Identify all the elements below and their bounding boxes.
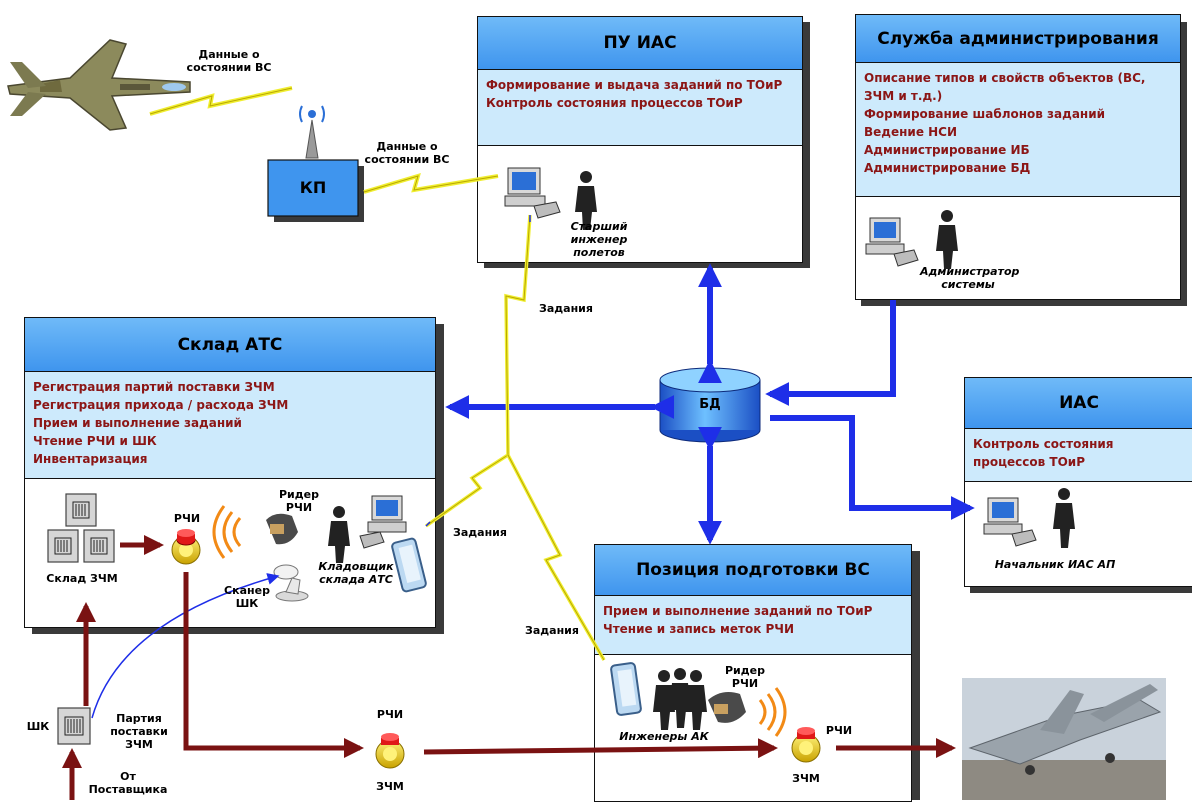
warehouse-item: Инвентаризация (33, 452, 148, 466)
prep-workspace (594, 654, 912, 802)
person-icon (575, 171, 597, 230)
admin-item: Описание типов и свойств объектов (ВС, З… (864, 71, 1146, 103)
tablet-icon (391, 537, 427, 593)
admin-workspace (855, 196, 1181, 300)
computer-icon (983, 497, 1037, 547)
admin-item: Администрирование БД (864, 161, 1031, 175)
warehouse-title: Склад АТС (177, 334, 283, 355)
prep-header: Позиция подготовки ВС (594, 544, 912, 596)
arrow-db-ias (770, 415, 975, 520)
warehouse-header: Склад АТС (24, 317, 436, 372)
batch-label: Партия поставки ЗЧМ (110, 712, 168, 751)
prep-title: Позиция подготовки ВС (636, 560, 870, 580)
radio-waves-icon (212, 505, 242, 559)
arrow-warehouse-to-transit (183, 572, 364, 758)
prep-part-label: ЗЧМ (792, 772, 820, 785)
supplier-label: От Поставщика (88, 770, 168, 796)
admin-role: Администратор системы (920, 265, 1020, 291)
barcode-box-icon (57, 707, 91, 745)
admin-title: Служба администрирования (877, 28, 1159, 49)
computer-icon (865, 217, 919, 267)
rfid-tag-icon (791, 727, 821, 763)
barcode-scanner-icon (273, 564, 309, 602)
pu-ias-workspace (477, 145, 803, 263)
pu-ias-header: ПУ ИАС (477, 16, 803, 70)
prep-role: Инженеры АК (619, 730, 709, 743)
rfid-reader-icon (266, 513, 298, 545)
engineers-group-icon (653, 668, 707, 730)
prep-reader-label: Ридер РЧИ (725, 664, 765, 690)
barcode-label: ШК (26, 720, 50, 733)
arrow-transit-to-prep (423, 738, 778, 759)
storage-boxes-icon (47, 493, 115, 563)
warehouse-item: Чтение РЧИ и ШК (33, 434, 157, 448)
ias-description: Контроль состояния процессов ТОиР (964, 428, 1192, 482)
pu-ias-title: ПУ ИАС (603, 33, 677, 53)
warehouse-role: Кладовщик склада АТС (318, 560, 394, 586)
admin-item: Формирование шаблонов заданий (864, 107, 1106, 121)
scanner-label: Сканер ШК (224, 584, 270, 610)
pu-ias-item: Контроль состояния процессов ТОиР (486, 96, 743, 110)
tasks-label: Задания (453, 526, 507, 539)
db-label: БД (699, 397, 721, 412)
ias-title: ИАС (1059, 393, 1099, 413)
radio-waves-icon (758, 687, 787, 737)
rfid-tag-icon (375, 733, 405, 769)
aircraft-status-label-kp: Данные о состоянии ВС (364, 140, 450, 166)
rfid-tag-label: РЧИ (173, 512, 201, 525)
tablet-icon (610, 662, 642, 716)
task-link-lines (424, 214, 606, 661)
prep-description: Прием и выполнение заданий по ТОиР Чтени… (594, 595, 912, 655)
person-icon (936, 210, 958, 269)
antenna-icon (299, 105, 325, 159)
transit-part-label: ЗЧМ (376, 780, 404, 793)
admin-item: Администрирование ИБ (864, 143, 1030, 157)
pu-ias-description: Формирование и выдача заданий по ТОиР Ко… (477, 69, 803, 146)
tasks-label: Задания (539, 302, 593, 315)
computer-icon (504, 167, 561, 219)
kp-box (267, 159, 359, 217)
warehouse-item: Регистрация партий поставки ЗЧМ (33, 380, 275, 394)
arrow-admin-db (765, 300, 896, 406)
prep-item: Чтение и запись меток РЧИ (603, 622, 795, 636)
radio-link-kp (363, 173, 499, 194)
storage-label: Склад ЗЧМ (46, 572, 118, 585)
prep-rfid-label: РЧИ (825, 724, 853, 737)
tasks-label: Задания (525, 624, 579, 637)
admin-description: Описание типов и свойств объектов (ВС, З… (855, 62, 1181, 197)
pu-ias-role: Старший инженер полетов (570, 220, 628, 259)
barcode-scan-link (91, 573, 280, 719)
ias-header: ИАС (964, 377, 1192, 429)
pu-ias-item: Формирование и выдача заданий по ТОиР (486, 78, 783, 92)
reader-label: Ридер РЧИ (279, 488, 319, 514)
person-icon (1053, 488, 1075, 548)
ias-item: Контроль состояния процессов ТОиР (973, 437, 1114, 469)
ias-role: Начальник ИАС АП (994, 558, 1116, 571)
transit-rfid-label: РЧИ (376, 708, 404, 721)
prep-item: Прием и выполнение заданий по ТОиР (603, 604, 873, 618)
rfid-reader-icon (708, 692, 746, 723)
aircraft-status-label-top: Данные о состоянии ВС (186, 48, 272, 74)
computer-icon (359, 495, 407, 549)
warehouse-description: Регистрация партий поставки ЗЧМ Регистра… (24, 371, 436, 479)
aircraft-photo (962, 678, 1166, 800)
admin-item: Ведение НСИ (864, 125, 958, 139)
warehouse-item: Прием и выполнение заданий (33, 416, 242, 430)
fighter-jet-icon (7, 39, 191, 131)
warehouse-item: Регистрация прихода / расхода ЗЧМ (33, 398, 289, 412)
person-icon (328, 506, 350, 563)
kp-label: КП (299, 178, 327, 197)
rfid-tag-icon (171, 529, 201, 565)
